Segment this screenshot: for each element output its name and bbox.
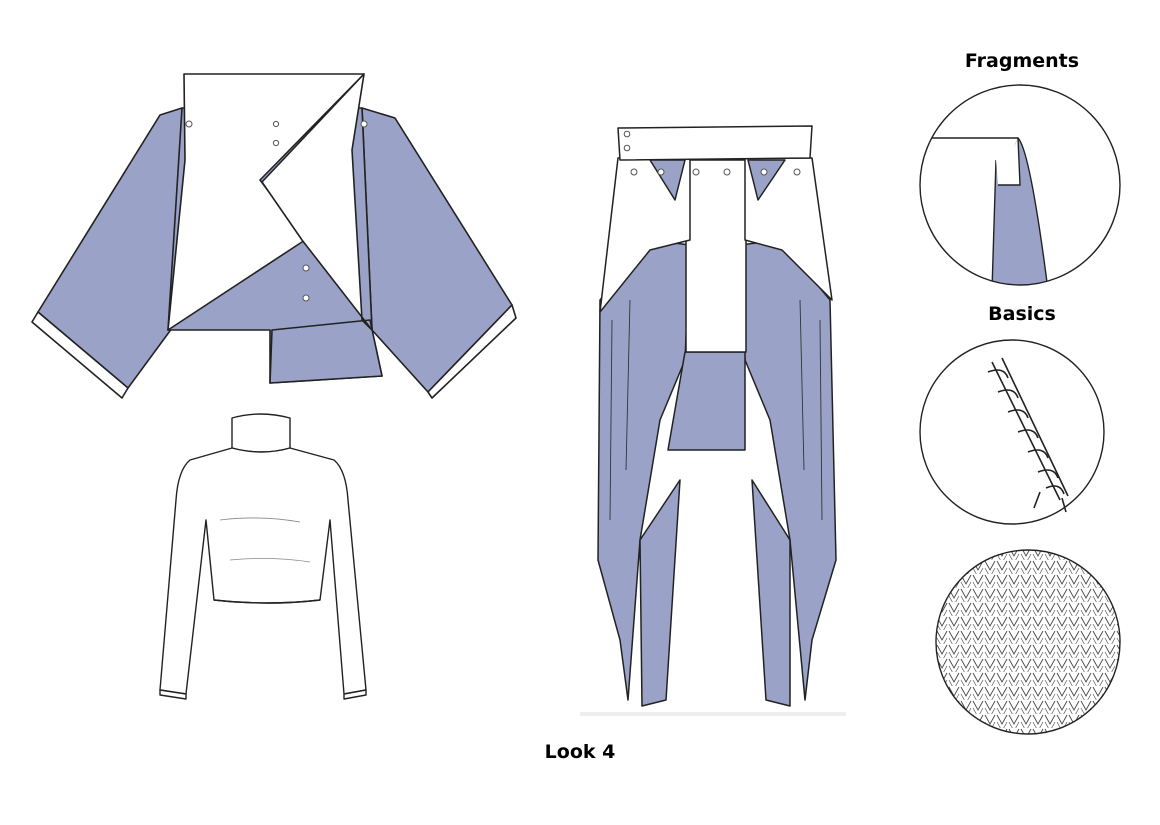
basics-cord [919,339,1105,525]
fragment-detail [919,84,1121,286]
basics-knit [935,549,1121,735]
turtleneck-top [159,413,367,700]
wrap-jacket [31,73,517,399]
look-title: Look 4 [544,741,616,763]
basics-heading: Basics [988,303,1056,325]
fragments-heading: Fragments [964,50,1080,72]
draped-skirt [580,125,846,716]
